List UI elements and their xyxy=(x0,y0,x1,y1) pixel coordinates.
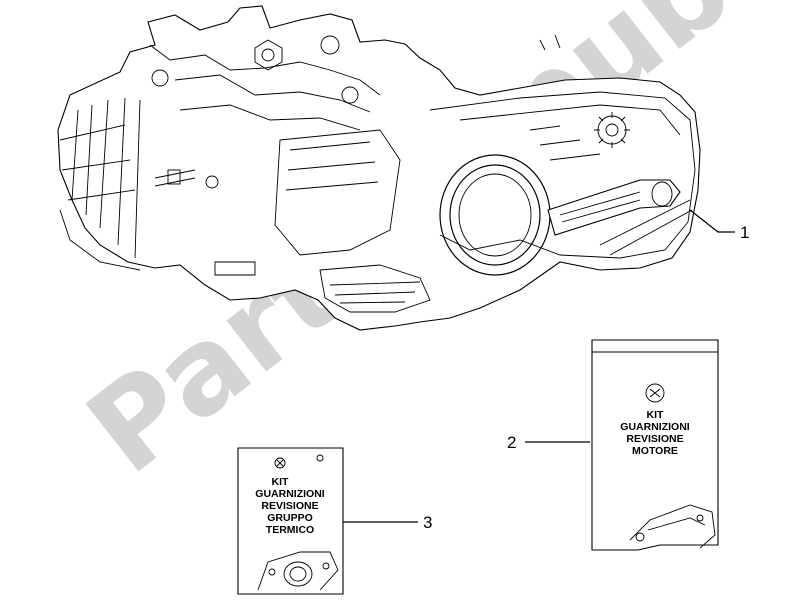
kit-termico-line-5: TERMICO xyxy=(266,524,314,536)
callout-2-number: 2 xyxy=(507,433,516,452)
kit-motore-line-1: KIT xyxy=(647,409,665,421)
callout-3[interactable]: 3 xyxy=(343,513,432,532)
kit-termico-line-1: KIT xyxy=(272,476,290,488)
engine-assembly-part[interactable] xyxy=(57,5,701,331)
callout-1-leader xyxy=(689,209,735,233)
kit-motore-line-2: GUARNIZIONI xyxy=(620,421,689,433)
kit-motore-line-4: MOTORE xyxy=(632,445,678,457)
callout-3-number: 3 xyxy=(423,513,432,532)
kit-motore-text: KIT GUARNIZIONI REVISIONE MOTORE xyxy=(620,409,689,457)
kit-termico-line-2: GUARNIZIONI xyxy=(255,488,324,500)
callout-1[interactable]: 1 xyxy=(689,209,749,242)
kit-guarnizioni-gruppo-termico-part[interactable]: KIT GUARNIZIONI REVISIONE GRUPPO TERMICO xyxy=(237,447,344,595)
piaggio-logo-icon xyxy=(645,383,665,403)
kit-termico-line-3: REVISIONE xyxy=(261,500,318,512)
kit-guarnizioni-motore-part[interactable]: KIT GUARNIZIONI REVISIONE MOTORE xyxy=(591,339,719,551)
kit-termico-text: KIT GUARNIZIONI REVISIONE GRUPPO TERMICO xyxy=(255,476,324,536)
kit-motore-line-3: REVISIONE xyxy=(626,433,683,445)
callout-2[interactable]: 2 xyxy=(507,433,590,452)
callout-1-number: 1 xyxy=(740,223,749,242)
kit-termico-line-4: GRUPPO xyxy=(267,512,313,524)
